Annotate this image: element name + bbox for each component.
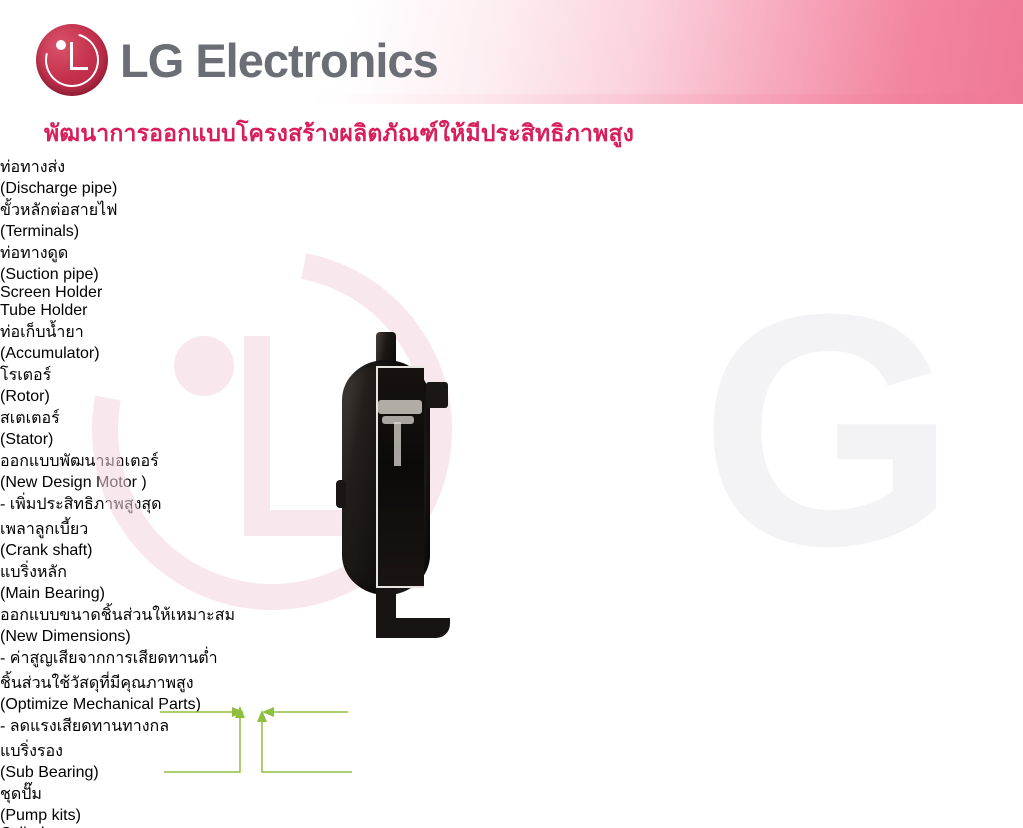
label-crank-shaft-th: เพลาลูกเบี้ยว [0, 521, 89, 538]
label-discharge-pipe: ท่อทางส่ง (Discharge pipe) [0, 155, 180, 198]
label-crank-shaft: เพลาลูกเบี้ยว (Crank shaft) [0, 517, 160, 560]
label-main-bearing-en: (Main Bearing) [0, 585, 105, 602]
pump-callout-cylinder: Cylinder [0, 825, 98, 828]
label-optimize-parts-th: ชิ้นส่วนใช้วัสดุที่มีคุณภาพสูง [0, 675, 194, 692]
label-new-design-motor-en: (New Design Motor ) [0, 474, 147, 491]
label-sub-bearing: แบริ่งรอง (Sub Bearing) [0, 739, 166, 782]
label-terminals-en: (Terminals) [0, 223, 80, 240]
accumulator-illustration [328, 330, 450, 638]
label-rotor: โรเตอร์ (Rotor) [0, 363, 116, 406]
label-sub-bearing-en: (Sub Bearing) [0, 764, 99, 781]
label-new-dimensions-note: - ค่าสูญเสียจากการเสียดทานต่ำ [0, 650, 218, 667]
lg-circle-face-logo-icon [35, 23, 109, 97]
label-sub-bearing-th: แบริ่งรอง [0, 743, 63, 760]
label-new-dimensions-en: (New Dimensions) [0, 628, 131, 645]
label-suction-pipe: ท่อทางดูด (Suction pipe) [0, 241, 150, 284]
header-band [0, 0, 1023, 104]
label-suction-pipe-th: ท่อทางดูด [0, 245, 69, 262]
label-suction-pipe-en: (Suction pipe) [0, 266, 99, 283]
label-discharge-pipe-en: (Discharge pipe) [0, 180, 118, 197]
g-watermark-right: G [700, 245, 957, 614]
label-stator-en: (Stator) [0, 431, 54, 448]
label-screen-holder: Screen Holder [0, 284, 103, 301]
pump-kits-title: ชุดปั๊ม (Pump kits) [0, 782, 1023, 825]
pump-kits-title-en: (Pump kits) [0, 807, 81, 824]
label-new-design-motor-note: - เพิ่มประสิทธิภาพสูงสุด [0, 496, 162, 513]
label-terminals: ขั้วหลักต่อสายไฟ (Terminals) [0, 198, 180, 241]
page-title: พัฒนาการออกแบบโครงสร้างผลิตภัณฑ์ให้มีประ… [44, 121, 635, 147]
label-main-bearing-th: แบริ่งหลัก [0, 564, 67, 581]
label-new-dimensions-th: ออกแบบขนาดชิ้นส่วนให้เหมาะสม [0, 607, 236, 624]
label-rotor-th: โรเตอร์ [0, 367, 52, 384]
label-optimize-parts-en: (Optimize Mechanical Parts) [0, 696, 201, 713]
label-stator: สเตเตอร์ (Stator) [0, 406, 116, 449]
brand-name: LG Electronics [120, 33, 439, 87]
label-tube-holder: Tube Holder [0, 302, 88, 319]
label-new-dimensions: ออกแบบขนาดชิ้นส่วนให้เหมาะสม (New Dimens… [0, 603, 310, 671]
pump-kits-title-th: ชุดปั๊ม [0, 786, 42, 803]
label-accumulator-th: ท่อเก็บน้ำยา [0, 324, 84, 341]
label-terminals-th: ขั้วหลักต่อสายไฟ [0, 202, 118, 219]
label-accumulator-en: (Accumulator) [0, 345, 100, 362]
label-optimize-parts: ชิ้นส่วนใช้วัสดุที่มีคุณภาพสูง (Optimize… [0, 671, 318, 739]
label-stator-th: สเตเตอร์ [0, 410, 60, 427]
label-new-design-motor: ออกแบบพัฒนามอเตอร์ (New Design Motor ) -… [0, 449, 290, 517]
label-accumulator: ท่อเก็บน้ำยา (Accumulator) [0, 320, 130, 363]
label-new-design-motor-th: ออกแบบพัฒนามอเตอร์ [0, 453, 159, 470]
pump-kits-inset: ชุดปั๊ม (Pump kits) [0, 782, 1023, 825]
label-crank-shaft-en: (Crank shaft) [0, 542, 93, 559]
label-rotor-en: (Rotor) [0, 388, 50, 405]
label-discharge-pipe-th: ท่อทางส่ง [0, 159, 66, 176]
lg-electronics-logo: LG Electronics [35, 23, 439, 97]
label-optimize-parts-note: - ลดแรงเสียดทานทางกล [0, 718, 169, 735]
compressor-shell-illustration [436, 330, 662, 685]
label-main-bearing: แบริ่งหลัก (Main Bearing) [0, 560, 170, 603]
